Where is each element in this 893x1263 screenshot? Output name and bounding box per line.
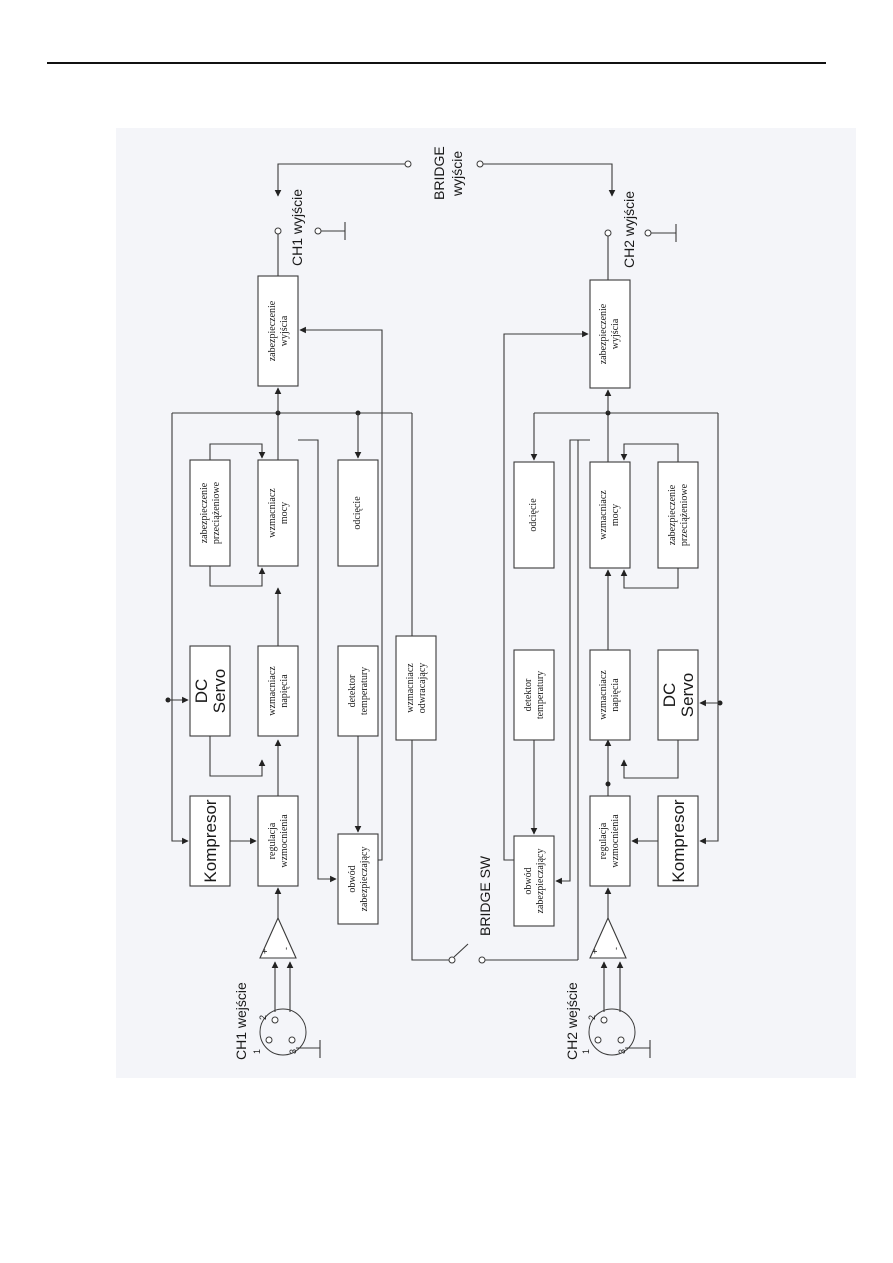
ch2-obwod-label-2: zabezpieczający — [535, 849, 546, 914]
ch2-output-ground-terminal-icon — [644, 229, 652, 237]
ch1-odciecie-label: odcięcie — [352, 496, 363, 530]
ch1-zab-przeciaz-label-2: przeciążeniowe — [211, 481, 222, 544]
ch2-opamp-minus: - — [611, 947, 621, 950]
ch2-zabezpieczenie-wyjscia-block — [589, 279, 631, 389]
ch1-wzm-napiecia-label-1: wzmacniacz — [267, 666, 278, 716]
bridge-group: BRIDGE wyjście BRIDGE SW — [274, 146, 616, 964]
ch1-zab-wyjscia-label-2: wyjścia — [279, 315, 290, 346]
ch1-opamp-minus: - — [281, 947, 291, 950]
bridge-output-label-2: wyjście — [449, 151, 465, 197]
ch1-obwod-label-2: zabezpieczający — [359, 847, 370, 912]
ch1-dc-label: DC — [192, 679, 211, 704]
ch2-kompresor-block — [657, 795, 699, 887]
ch1-output-ground-terminal-icon — [314, 227, 322, 235]
ch2-zab-wyjscia-label-1: zabezpieczenie — [598, 303, 609, 364]
ch1-output-terminal-icon — [274, 227, 282, 235]
ch2-xlr-connector-icon: 1 2 3 — [581, 1008, 651, 1058]
ch1-pin-1-label: 1 — [252, 1049, 262, 1054]
ch2-pin-3-label: 3 — [617, 1049, 627, 1054]
ch1-pin-3-label: 3 — [288, 1049, 298, 1054]
bridge-switch-contact-1-icon — [448, 956, 456, 964]
ch1-obwod-label-1: obwód — [347, 865, 358, 892]
ch2-input-label: CH2 wejście — [564, 982, 580, 1060]
ch1-odciecie-block — [337, 459, 379, 567]
ch2-output-label: CH2 wyjście — [621, 191, 637, 268]
ch1-detektor-temperatury-block — [337, 645, 379, 737]
ch1-wzmacniacz-odwracajacy-block — [395, 635, 437, 741]
ch2-output-terminal-icon — [604, 229, 612, 237]
ch2-odciecie-label: odcięcie — [528, 498, 539, 532]
ch2-obwod-zabezpieczajacy-block — [513, 835, 555, 927]
ch2-pin-1-label: 1 — [581, 1049, 591, 1054]
ch2-zabezpieczenie-przeciazeniowe-block — [657, 461, 699, 569]
ch2-input-opamp-icon — [589, 916, 627, 959]
ch1-input-opamp-icon — [259, 916, 297, 959]
ch2-zab-przeciaz-label-1: zabezpieczenie — [667, 484, 678, 545]
ch2-detektor-temperatury-block — [513, 649, 555, 741]
ch1-regulacja-wzmocnienia-block — [257, 795, 299, 887]
ch2-kompresor-label: Kompresor — [669, 799, 688, 882]
ch2-wzmacniacz-napiecia-block — [589, 649, 631, 741]
ch1-regulacja-label-1: regulacja — [267, 822, 278, 859]
ch2-wzm-napiecia-label-1: wzmacniacz — [598, 670, 609, 720]
ch2-wzm-napiecia-label-2: napięcia — [610, 678, 621, 712]
ch2-regulacja-label-2: wzmocnienia — [610, 814, 621, 868]
bridge-switch-label: BRIDGE SW — [477, 855, 493, 936]
bridge-output-label-1: BRIDGE — [431, 146, 447, 200]
ch2-odciecie-block — [513, 461, 555, 569]
ch2-opamp-plus: + — [590, 949, 600, 954]
ch1-xlr-connector-icon: 1 2 3 — [252, 1008, 321, 1058]
bridge-output-terminal-2-icon — [476, 160, 484, 168]
ch1-wzm-odwr-label-2: odwracający — [417, 663, 428, 714]
ch1-zabezpieczenie-wyjscia-block — [257, 275, 299, 387]
ch1-zabezpieczenie-przeciazeniowe-block — [189, 459, 231, 567]
ch2-servo-label: Servo — [678, 673, 697, 717]
ch1-opamp-plus: + — [260, 949, 270, 954]
ch1-servo-label: Servo — [210, 669, 229, 713]
ch1-wzm-mocy-label-2: mocy — [279, 502, 290, 524]
ch2-wzm-mocy-label-1: wzmacniacz — [598, 490, 609, 540]
ch1-obwod-zabezpieczajacy-block — [337, 833, 379, 925]
ch2-regulacja-label-1: regulacja — [598, 822, 609, 859]
ch2-detektor-label-1: detektor — [523, 678, 534, 711]
ch1-wzmacniacz-napiecia-block — [257, 645, 299, 737]
ch1-zab-przeciaz-label-1: zabezpieczenie — [199, 482, 210, 543]
scan-background — [116, 128, 856, 1078]
ch2-detektor-label-2: temperatury — [535, 671, 546, 719]
ch1-detektor-label-2: temperatury — [359, 667, 370, 715]
ch1-output-label: CH1 wyjście — [289, 189, 305, 266]
page-header-rule — [47, 62, 826, 64]
ch2-pin-2-label: 2 — [587, 1015, 597, 1020]
bridge-switch-contact-2-icon — [478, 956, 486, 964]
ch1-wzm-odwr-label-1: wzmacniacz — [405, 663, 416, 713]
ch1-zab-wyjscia-label-1: zabezpieczenie — [267, 300, 278, 361]
ch1-wzm-mocy-label-1: wzmacniacz — [267, 488, 278, 538]
bridge-switch-lever-icon — [453, 943, 469, 958]
ch2-dc-label: DC — [660, 683, 679, 708]
ch2-obwod-label-1: obwód — [523, 867, 534, 894]
bridge-output-terminal-1-icon — [404, 160, 412, 168]
ch2-wzmacniacz-mocy-block — [589, 461, 631, 569]
ch1-pin-2-label: 2 — [258, 1015, 268, 1020]
ch1-wzm-napiecia-label-2: napięcia — [279, 674, 290, 708]
ch2-regulacja-wzmocnienia-block — [589, 795, 631, 887]
ch2-zab-przeciaz-label-2: przeciążeniowe — [679, 483, 690, 546]
ch1-group: 1 2 3 CH1 wejście + - regulacja wzmocnie… — [165, 189, 450, 1060]
ch2-group: 1 2 3 CH2 wejście + - regulacja wzmocnie… — [503, 191, 723, 1060]
ch1-regulacja-label-2: wzmocnienia — [279, 814, 290, 868]
ch1-input-label: CH1 wejście — [233, 982, 249, 1060]
ch1-kompresor-label: Kompresor — [201, 799, 220, 882]
ch1-detektor-label-1: detektor — [347, 674, 358, 707]
ch1-wzmacniacz-mocy-block — [257, 459, 299, 567]
ch2-zab-wyjscia-label-2: wyjścia — [610, 318, 621, 349]
ch2-wzm-mocy-label-2: mocy — [610, 504, 621, 526]
